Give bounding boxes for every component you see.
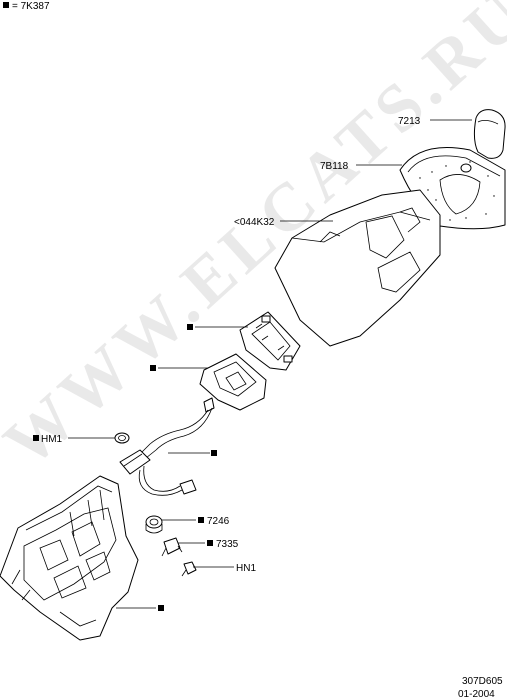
clip-part xyxy=(161,537,183,557)
shift-housing-part xyxy=(0,475,139,641)
legend-text: = 7K387 xyxy=(12,1,50,12)
label-knob: 7213 xyxy=(398,116,421,127)
bullet-housing-icon xyxy=(158,605,164,611)
label-clip: 7335 xyxy=(216,539,239,550)
footer-date: 01-2004 xyxy=(458,689,495,700)
bullet-plate-2-icon xyxy=(150,365,156,371)
shift-cable-part xyxy=(119,397,215,496)
bushing-part xyxy=(145,515,163,534)
label-nut: HN1 xyxy=(236,563,256,574)
grommet-part xyxy=(114,432,130,444)
bullet-bushing-icon xyxy=(198,517,204,523)
bullet-clip-icon xyxy=(207,540,213,546)
bullet-grommet-icon xyxy=(33,435,39,441)
legend-bullet-icon xyxy=(3,2,9,8)
selector-plate-upper-part xyxy=(239,311,301,371)
label-bushing: 7246 xyxy=(207,516,230,527)
label-boot: 7B118 xyxy=(320,161,349,172)
footer-code: 307D605 xyxy=(462,676,503,687)
nut-part xyxy=(181,561,197,577)
center-console-part xyxy=(274,189,441,347)
selector-plate-lower-part xyxy=(199,353,267,411)
bullet-cable-icon xyxy=(211,450,217,456)
bullet-plate-1-icon xyxy=(187,324,193,330)
label-console: <044K32 xyxy=(234,217,275,228)
label-grommet: HM1 xyxy=(41,434,63,445)
